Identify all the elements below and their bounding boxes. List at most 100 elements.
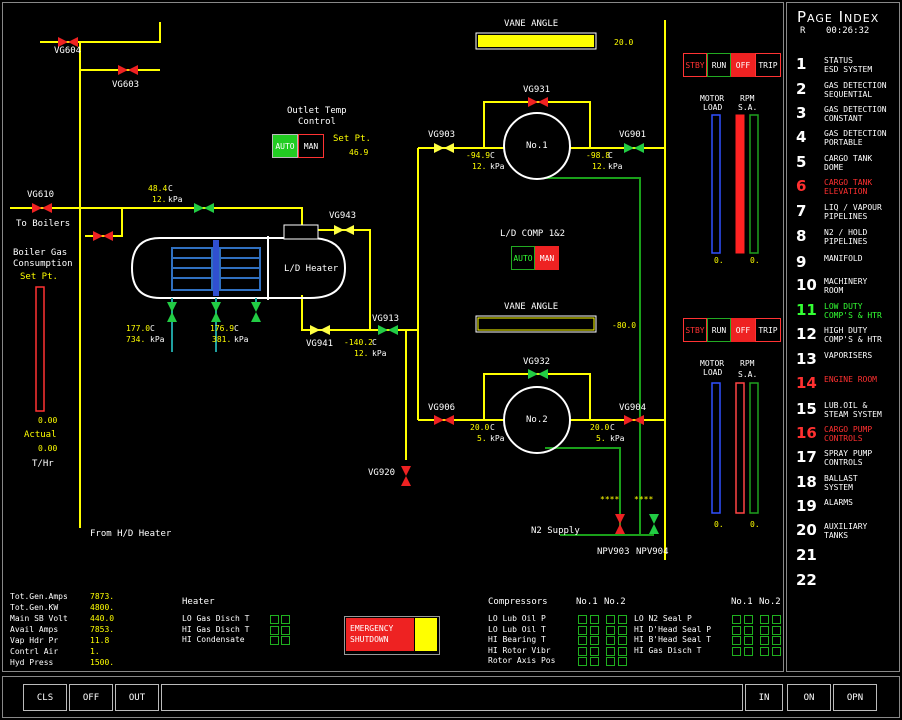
page-index-item-21[interactable]: 21 [796, 546, 900, 570]
alarm-indicator [618, 657, 627, 666]
heater-in-press-unit: kPa [168, 195, 183, 204]
comp-auto-button[interactable]: AUTO [511, 246, 535, 270]
m2-trip-button[interactable]: TRIP [755, 318, 781, 342]
out-button[interactable]: OUT [115, 684, 159, 711]
heater-b-press-unit: kPa [234, 335, 249, 344]
m2-off-button[interactable]: OFF [731, 318, 755, 342]
alarm-indicator [590, 615, 599, 624]
electrical-label: Hyd Press [10, 658, 54, 667]
off-button[interactable]: OFF [69, 684, 113, 711]
valve-heater-c-icon [251, 302, 261, 322]
alarm-row: HI B'Head Seal T [634, 635, 782, 645]
page-index-item-22[interactable]: 22 [796, 571, 900, 595]
m1-run-button[interactable]: RUN [707, 53, 731, 77]
alarm-row: HI Gas Disch T [182, 625, 292, 635]
alarm-label: HI Gas Disch T [182, 624, 250, 634]
cls-button[interactable]: CLS [23, 684, 67, 711]
valve-heater-a-icon [167, 302, 177, 322]
vg913-label: VG913 [372, 314, 400, 324]
consumption-label: Consumption [13, 259, 73, 269]
page-index-item-number: 18 [796, 473, 817, 491]
command-field[interactable] [161, 684, 743, 711]
alarm-indicator [760, 636, 769, 645]
vg941-label: VG941 [306, 339, 334, 349]
electrical-value: 7873. [90, 592, 115, 601]
opn-button[interactable]: OPN [833, 684, 877, 711]
valve-vg941-icon [310, 325, 330, 335]
alarm-label: HI Gas Disch T [634, 645, 702, 655]
electrical-label: Avail Amps [10, 625, 59, 634]
valve-vg610-icon [32, 203, 52, 213]
page-index-item-label: GAS DETECTION CONSTANT [824, 105, 887, 123]
on-button[interactable]: ON [787, 684, 831, 711]
valve-vg920-icon [401, 466, 411, 486]
boiler-set-pt-label: Set Pt. [20, 272, 58, 282]
page-index-item-number: 10 [796, 276, 817, 294]
alarm-indicator [578, 657, 587, 666]
page-index-item-label: N2 / HOLD PIPELINES [824, 228, 868, 246]
page-index-item-label: LIQ / VAPOUR PIPELINES [824, 203, 882, 221]
main-panel [2, 2, 784, 672]
emergency-shutdown-button[interactable]: EMERGENCY SHUTDOWN [344, 616, 440, 655]
vg913-press: 12. [354, 349, 369, 358]
page-index-item-10[interactable]: 10 MACHINERY ROOM [796, 276, 900, 300]
page-index-item-label: GAS DETECTION SEQUENTIAL [824, 81, 887, 99]
alarm-indicator [606, 657, 615, 666]
alarm-indicator [578, 646, 587, 656]
alarm-indicator [281, 625, 290, 635]
heater-auto-button[interactable]: AUTO [272, 134, 298, 158]
emergency-label-1: EMERGENCY [350, 624, 394, 633]
vg903-label: VG903 [428, 130, 456, 140]
alarm-indicator [578, 636, 587, 645]
page-index-item-label: HIGH DUTY COMP'S & HTR [824, 326, 882, 344]
comp-man-button[interactable]: MAN [535, 246, 559, 270]
valve-vg906-icon [434, 415, 454, 425]
m2-stby-button[interactable]: STBY [683, 318, 707, 342]
alarm-indicator [618, 615, 627, 624]
alarm-indicator [732, 615, 741, 624]
vg932-label: VG932 [523, 357, 551, 367]
alarm-indicator [590, 657, 599, 666]
c1-in-press: 12. [472, 162, 487, 171]
m1-rpm-label: RPM [740, 94, 755, 103]
ld-comp-label: L/D COMP 1&2 [500, 229, 566, 239]
m2-run-button[interactable]: RUN [707, 318, 731, 342]
alarm-indicator [744, 646, 753, 656]
in-button[interactable]: IN [745, 684, 783, 711]
m1-trip-button[interactable]: TRIP [755, 53, 781, 77]
m2-sa-label: S.A. [738, 370, 758, 379]
m1-off-button[interactable]: OFF [731, 53, 755, 77]
page-index-item-number: 14 [796, 374, 817, 392]
m2-rpm-label: RPM [740, 359, 755, 368]
vane2-value: -80.0 [612, 321, 637, 330]
m1-stby-button[interactable]: STBY [683, 53, 707, 77]
alarm-label: Rotor Axis Pos [488, 656, 556, 665]
page-index-item-label: GAS DETECTION PORTABLE [824, 129, 887, 147]
page-index-item-label: MACHINERY ROOM [824, 277, 868, 295]
n2-supply-label: N2 Supply [531, 526, 580, 536]
heater-man-button[interactable]: MAN [298, 134, 324, 158]
alarm-row: LO Lub Oil T [488, 625, 628, 635]
c1-in-temp: -94.9 [466, 151, 491, 160]
alarm-indicator [760, 646, 769, 656]
alarm-label: LO Lub Oil P [488, 614, 546, 623]
